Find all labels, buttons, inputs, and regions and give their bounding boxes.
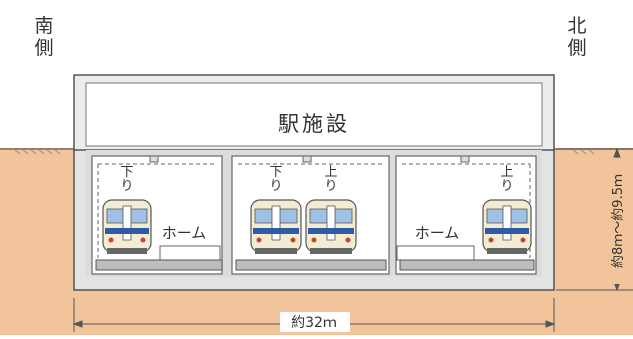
train-direction-label-1: 下り [120, 165, 133, 194]
train-window-left [106, 208, 125, 224]
train-up-4 [482, 199, 532, 254]
train-lamp-right [520, 237, 526, 243]
station-building-inner [85, 82, 543, 147]
train-lamp-left [108, 237, 114, 243]
train-bogie [310, 248, 352, 254]
train-lamp-right [140, 237, 146, 243]
train-layer [102, 199, 532, 254]
train-stripe [253, 228, 299, 234]
width-label-bg [280, 312, 350, 332]
ceiling-beams [149, 155, 470, 163]
train-lamp-right [345, 237, 351, 243]
train-bogie [107, 248, 147, 254]
platform-label-south: ホーム [162, 224, 207, 242]
train-stripe [485, 228, 529, 234]
train-bogie [487, 248, 527, 254]
north-side-label: 北側 [567, 15, 586, 59]
train-up-3 [305, 199, 357, 254]
train-direction-label-2: 下り [269, 165, 282, 194]
ground-hatch-right [571, 148, 595, 155]
platform-south[interactable] [159, 245, 221, 261]
train-window-left [254, 208, 274, 224]
train-direction-label-3: 上り [324, 165, 337, 194]
depth-label-bg [607, 158, 627, 284]
train-window-left [309, 208, 329, 224]
train-lamp-left [488, 237, 494, 243]
south-side-label: 南側 [34, 15, 53, 59]
platform-north[interactable] [396, 245, 475, 261]
train-stripe [308, 228, 354, 234]
train-door [502, 205, 512, 241]
train-window-right [509, 208, 528, 224]
depth-label: 約8ｍ～約9.5ｍ [611, 174, 626, 268]
train-stripe [105, 228, 149, 234]
station-facilities-label: 駅施設 [278, 112, 350, 136]
train-down-2 [250, 199, 302, 254]
train-window-right [333, 208, 353, 224]
train-door [326, 205, 336, 241]
train-window-right [278, 208, 298, 224]
width-label: 約32ｍ [291, 315, 337, 331]
train-direction-label-4: 上り [500, 165, 513, 194]
train-down-1 [102, 199, 152, 254]
track-beds [95, 259, 535, 271]
train-door [122, 205, 132, 241]
train-lamp-left [311, 237, 317, 243]
platform-label-north: ホーム [415, 224, 460, 242]
train-lamp-right [290, 237, 296, 243]
ground-hatch-left [13, 148, 61, 155]
train-window-right [129, 208, 148, 224]
train-window-left [486, 208, 505, 224]
train-door [271, 205, 281, 241]
train-lamp-left [256, 237, 262, 243]
train-bogie [255, 248, 297, 254]
